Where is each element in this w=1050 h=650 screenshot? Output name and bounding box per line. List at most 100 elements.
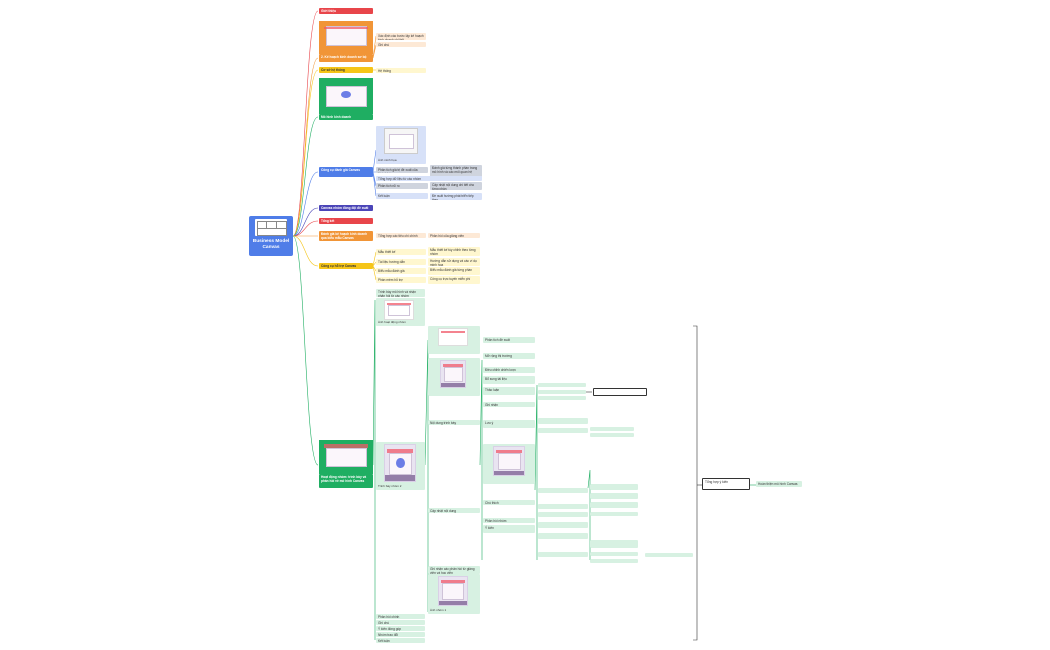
detail-guide[interactable]: Tài liệu hướng dẫn	[376, 259, 426, 265]
far-final-node[interactable]: Hoàn thiện mô hình Canvas	[756, 481, 802, 487]
detail-system[interactable]: Hệ thống	[376, 68, 426, 73]
branch-plan-evaluation[interactable]: Đánh giá kế hoạch kinh doanh qua biểu mẫ…	[319, 231, 373, 241]
detail-eval-form[interactable]: Biểu mẫu đánh giá	[376, 268, 426, 274]
detail-conclusion[interactable]: Kết luận	[376, 193, 428, 199]
c4-node-10[interactable]	[538, 533, 588, 539]
branch-business-plan[interactable]: 2. Kế hoạch kinh doanh sơ bộ	[319, 54, 373, 62]
detail-risk-note[interactable]: Cập nhật nội dung chi tiết cho từng phần	[430, 182, 482, 190]
connector-green	[292, 116, 319, 237]
c4-node-1[interactable]	[538, 383, 586, 387]
c4-node-5[interactable]	[538, 428, 588, 433]
mid-discussion[interactable]: Thảo luận	[483, 387, 535, 395]
c5-node-7[interactable]	[590, 540, 638, 548]
lower-group2-panel: Trình bày nhóm 2	[376, 442, 425, 490]
connector-red	[292, 10, 319, 237]
far-final-label: Hoàn thiện mô hình Canvas	[758, 482, 798, 486]
branch-business-model[interactable]: Mô hình kinh doanh	[319, 114, 373, 120]
mid-opinion[interactable]: Ý kiến	[483, 525, 535, 533]
c5-node-2[interactable]	[590, 433, 634, 437]
c5-node-8[interactable]	[590, 552, 638, 556]
detail-conclusion-note[interactable]: Đề xuất hướng phát triển tiếp theo	[430, 193, 482, 200]
branch-system[interactable]: Cơ sở hệ thống	[319, 67, 373, 73]
c5-node-6[interactable]	[590, 512, 638, 516]
detail-risk[interactable]: Phân tích rủi ro	[376, 183, 428, 189]
root-label: Business Model Canvas	[252, 239, 290, 250]
canvas-photo	[384, 128, 418, 154]
connector-yellow	[292, 69, 319, 237]
root-node[interactable]: Business Model Canvas	[249, 216, 293, 256]
lower-team-exchange[interactable]: Nhóm trao đổi	[376, 632, 425, 637]
lower-activity-photo-panel: Ảnh hoạt động nhóm	[376, 298, 425, 326]
c5-node-9[interactable]	[590, 559, 638, 563]
mid-photo-panel-3	[483, 444, 535, 484]
c4-node-3[interactable]	[538, 396, 586, 400]
mid-photo-1	[438, 328, 468, 346]
mid-photo-panel-1	[428, 326, 480, 354]
branch-10-image	[319, 440, 373, 474]
mid-analysis[interactable]: Phân tích đề xuất	[483, 337, 535, 343]
c4-node-9[interactable]	[538, 522, 588, 528]
lower-note[interactable]: Ghi chú	[376, 620, 425, 625]
lower-main-feedback[interactable]: Phản hồi chính	[376, 614, 425, 619]
branch-canvas-tool[interactable]: Công cụ đánh giá Canvas	[319, 167, 373, 177]
detail-lecturer-feedback[interactable]: Phản hồi của giảng viên	[428, 233, 480, 238]
branch-canvas-support[interactable]: Công cụ hỗ trợ Canvas	[319, 263, 373, 269]
c6-node-1[interactable]	[645, 553, 693, 557]
mid-annotation[interactable]: Chú thích	[483, 500, 535, 505]
mid-content[interactable]: Nội dung trình bày	[428, 420, 480, 425]
c4-node-11[interactable]	[538, 552, 588, 557]
branch-team-canvas[interactable]: Canvas nhóm đồng đội đề xuất	[319, 205, 373, 211]
branch-group-activity[interactable]: Hoạt động nhóm: trình bày và phản hồi về…	[319, 474, 373, 488]
c4-node-6[interactable]	[538, 488, 588, 493]
mid-team-feedback[interactable]: Phản hồi nhóm	[483, 518, 535, 523]
lower-group1-photo	[438, 576, 468, 606]
c5-node-5[interactable]	[590, 502, 638, 508]
c4-node-7[interactable]	[538, 504, 588, 509]
lower-activity-photo	[384, 300, 414, 320]
detail-software[interactable]: Phần mềm hỗ trợ	[376, 277, 426, 283]
lower-group2-photo	[384, 444, 416, 482]
c4-node-2[interactable]	[538, 390, 586, 394]
lower-presentation[interactable]: Trình bày mô hình và nhận phản hồi từ cá…	[376, 289, 425, 297]
mid-update[interactable]: Cập nhật nội dung	[428, 508, 480, 513]
mid-strategy[interactable]: Điều chỉnh chiến lược	[483, 367, 535, 373]
detail-team-data[interactable]: Tổng hợp dữ liệu từ các nhóm	[376, 176, 482, 181]
connector-green-2	[292, 235, 319, 466]
detail-template-note[interactable]: Mẫu thiết kế tùy chỉnh theo từng nhóm	[428, 247, 480, 256]
detail-value-proposition-note[interactable]: Đánh giá từng thành phần trong mô hình v…	[430, 165, 482, 177]
detail-note[interactable]: Ghi chú	[376, 42, 426, 47]
mid-caution[interactable]: Lưu ý	[483, 420, 535, 428]
detail-plan-steps[interactable]: Xác định các bước lập kế hoạch kinh doan…	[376, 33, 426, 40]
lower-group2-caption: Trình bày nhóm 2	[378, 484, 402, 489]
branch-4-image	[319, 78, 373, 114]
lower-group1-caption: Ảnh nhóm 1	[430, 608, 447, 613]
c4-node-4[interactable]	[538, 418, 588, 424]
connector-blue	[292, 171, 319, 237]
c4-node-8[interactable]	[538, 512, 588, 517]
c5-summary-box[interactable]	[593, 388, 647, 396]
far-summary-box[interactable]: Tổng hợp ý kiến	[702, 478, 750, 490]
branch-summary[interactable]: Tổng kết	[319, 218, 373, 224]
detail-guide-note[interactable]: Hướng dẫn sử dụng và các ví dụ minh họa	[428, 258, 480, 266]
c5-node-1[interactable]	[590, 427, 634, 431]
lower-feedback-record[interactable]: Ghi nhận các phản hồi từ giảng viên và h…	[428, 566, 480, 574]
mid-market[interactable]: Mở rộng thị trường	[483, 353, 535, 359]
detail-value-proposition[interactable]: Phân tích giá trị đề xuất của khách hàng	[376, 167, 428, 173]
lower-conclusion[interactable]: Kết luận	[376, 638, 425, 643]
detail-criteria[interactable]: Tổng hợp các tiêu chí chính	[376, 233, 426, 238]
c5-node-4[interactable]	[590, 493, 638, 499]
mid-photo-panel-2	[428, 358, 480, 396]
lower-contributions[interactable]: Ý kiến đóng góp	[376, 626, 425, 631]
branch-intro[interactable]: Giới thiệu	[319, 8, 373, 14]
mid-record[interactable]: Ghi nhận	[483, 402, 535, 407]
c5-node-3[interactable]	[590, 484, 638, 490]
detail-software-note[interactable]: Công cụ trực tuyến miễn phí	[428, 276, 480, 284]
mid-documents[interactable]: Bổ sung tài liệu	[483, 376, 535, 384]
detail-eval-form-note[interactable]: Biểu mẫu đánh giá từng phần	[428, 267, 480, 275]
branch-2-image	[319, 21, 373, 54]
detail-template[interactable]: Mẫu thiết kế	[376, 249, 426, 255]
connector-yellow-2	[292, 235, 319, 267]
connector-red-2	[292, 220, 319, 237]
